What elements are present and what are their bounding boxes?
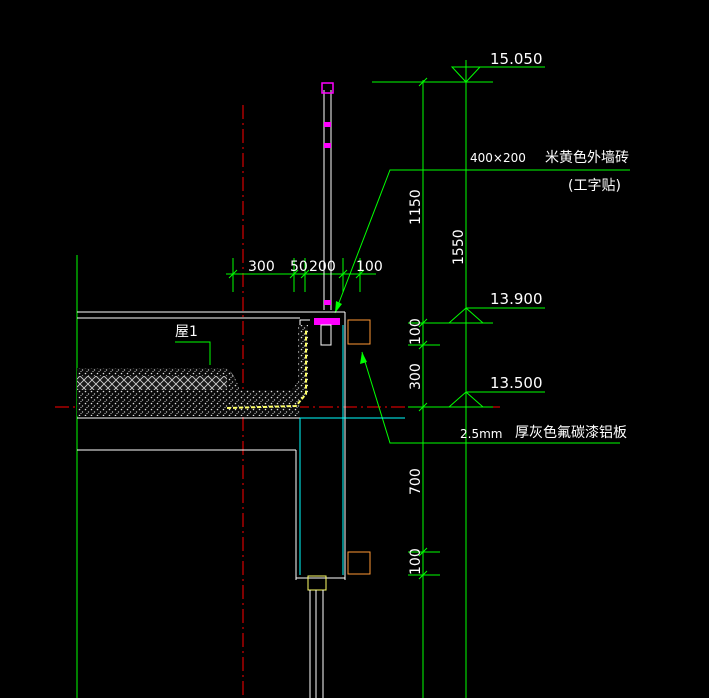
- arrow-tile: [335, 301, 342, 313]
- railing-cap: [321, 82, 334, 94]
- leader-panel: [361, 351, 620, 444]
- railing-joint-2: [324, 143, 331, 148]
- tile-pattern-label: (工字贴): [568, 178, 621, 194]
- railing: [314, 82, 340, 346]
- tick-552: [418, 547, 428, 557]
- panel-thickness-label: 2.5mm: [460, 427, 502, 441]
- cyan-lines: [299, 325, 405, 575]
- tile-size-label: 400×200: [470, 151, 526, 165]
- elevation-label-low: 13.500: [490, 374, 543, 392]
- dim-label-1550: 1550: [451, 229, 467, 265]
- tick-50: [300, 269, 310, 279]
- frame-lines: [76, 60, 630, 698]
- elevation-marker-low: [447, 391, 545, 408]
- trim-block-lower: [347, 551, 371, 575]
- arrow-panel: [360, 352, 367, 364]
- roof-top-layer: [77, 368, 227, 376]
- railing-joint-3: [324, 300, 331, 305]
- labels: 15.050 13.900 13.500 300 50 200 100 1150…: [175, 50, 629, 575]
- window-head: [307, 575, 327, 591]
- trim-block-upper: [347, 319, 371, 345]
- dim-label-100-bottom: 100: [408, 548, 424, 575]
- tick-top-left: [418, 77, 428, 87]
- leader-roof: [175, 341, 211, 365]
- dim-label-200: 200: [309, 259, 336, 275]
- roof-label: 屋1: [175, 324, 198, 340]
- waterproof-membrane: [226, 330, 307, 409]
- tick-575: [418, 570, 428, 580]
- tile-material-label: 米黄色外墙砖: [545, 149, 629, 166]
- tick-100: [355, 269, 365, 279]
- dim-label-700: 700: [408, 468, 424, 495]
- elevation-label-mid: 13.900: [490, 290, 543, 308]
- elevation-label-top: 15.050: [490, 50, 543, 68]
- tick-200: [338, 269, 348, 279]
- elevation-marker-mid: [447, 307, 545, 324]
- roof-layers: [77, 325, 308, 416]
- leader-arrows: [335, 301, 367, 364]
- dim-label-1150: 1150: [408, 189, 424, 225]
- leader-tile: [334, 169, 630, 314]
- panel-material-label: 厚灰色氟碳漆铝板: [515, 424, 627, 441]
- tick-300-right: [289, 269, 299, 279]
- tick-300-left: [228, 269, 238, 279]
- roof-gutter-fill: [227, 325, 308, 406]
- tick-mid-left: [418, 318, 428, 328]
- dim-label-100: 100: [356, 259, 383, 275]
- railing-anchor: [320, 324, 332, 346]
- dim-label-300: 300: [248, 259, 275, 275]
- dim-label-50: 50: [290, 259, 308, 275]
- tick-345: [418, 340, 428, 350]
- dim-label-300-vert: 300: [408, 363, 424, 390]
- window-frame: [307, 575, 327, 698]
- railing-base: [314, 318, 340, 325]
- railing-joint-1: [324, 122, 331, 127]
- dim-label-100-top: 100: [408, 318, 424, 345]
- roof-insulation-layer: [77, 376, 227, 390]
- tick-low-left: [418, 402, 428, 412]
- elevation-marker-top: [450, 66, 545, 83]
- trim-details: [347, 319, 371, 575]
